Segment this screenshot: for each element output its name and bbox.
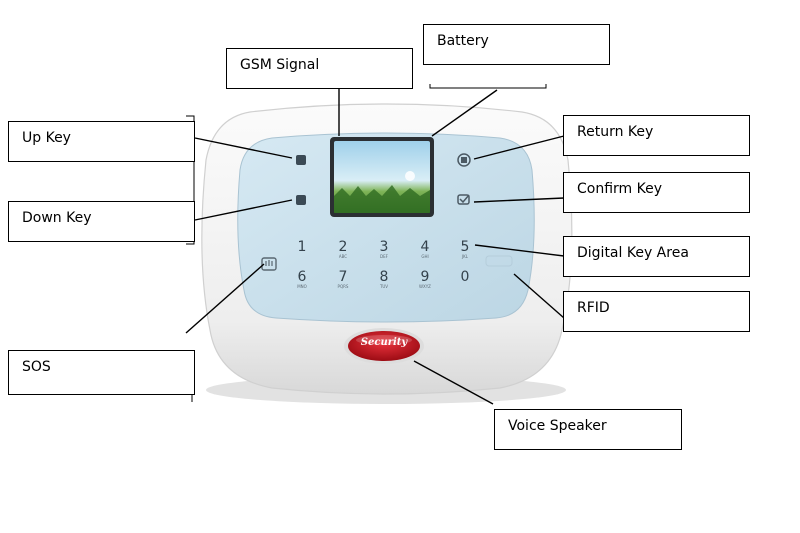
callout-sos: SOS — [8, 350, 195, 395]
callout-battery: Battery — [423, 24, 610, 65]
callout-confirm-key: Confirm Key — [563, 172, 750, 213]
keypad-key-0[interactable]: 0 — [451, 270, 479, 284]
keypad-sublabel: MNO — [297, 284, 307, 289]
callout-gsm-signal: GSM Signal — [226, 48, 413, 89]
return-key-icon — [461, 157, 467, 163]
keypad-digit: 7 — [338, 269, 348, 285]
keypad-key-1[interactable]: 1 — [288, 240, 316, 254]
down-key[interactable] — [296, 195, 306, 205]
callout-return-key: Return Key — [563, 115, 750, 156]
keypad-digit: 0 — [460, 269, 470, 285]
callout-digital-key-area: Digital Key Area — [563, 236, 750, 277]
leader-battery — [431, 89, 498, 137]
callout-rfid: RFID — [563, 291, 750, 332]
leader-up — [194, 137, 293, 159]
confirm-key[interactable] — [457, 194, 470, 205]
keypad-sublabel: GHI — [421, 254, 429, 259]
keypad-sublabel: WXYZ — [419, 284, 431, 289]
sos-key[interactable] — [261, 257, 277, 271]
leader-down — [194, 199, 293, 221]
lcd-flower — [405, 171, 415, 181]
keypad-digit: 8 — [379, 269, 389, 285]
callout-up-key: Up Key — [8, 121, 195, 162]
keypad-sublabel: TUV — [379, 284, 389, 289]
voice-speaker — [344, 328, 424, 364]
leader-speaker — [413, 360, 494, 405]
keypad-sublabel: PQRS — [337, 284, 349, 289]
keypad-sublabel: JKL — [461, 254, 469, 259]
keypad-digit: 6 — [297, 269, 307, 285]
keypad-digit: 9 — [420, 269, 430, 285]
speaker-badge: Security — [360, 337, 408, 348]
keypad-digit: 2 — [338, 239, 348, 255]
keypad-digit: 4 — [420, 239, 430, 255]
keypad-sublabel: ABC — [338, 254, 348, 259]
hand-icon — [265, 260, 273, 266]
keypad-panel — [237, 132, 535, 323]
leader-return — [473, 135, 565, 160]
keypad-digit: 5 — [460, 239, 470, 255]
leader-confirm — [473, 197, 565, 203]
keypad-digit: 3 — [379, 239, 389, 255]
leader-sos — [185, 263, 265, 334]
return-key[interactable] — [457, 153, 471, 167]
lcd-grass — [334, 185, 430, 213]
checkmark-icon — [459, 194, 470, 204]
keypad-digit: 1 — [297, 239, 307, 255]
leader-rfid — [513, 273, 565, 319]
callout-down-key: Down Key — [8, 201, 195, 242]
callout-voice-speaker: Voice Speaker — [494, 409, 682, 450]
up-key[interactable] — [296, 155, 306, 165]
rfid-area — [485, 255, 513, 267]
leader-digital — [474, 244, 565, 257]
keypad-sublabel: DEF — [380, 254, 388, 259]
leader-lines — [185, 89, 565, 405]
